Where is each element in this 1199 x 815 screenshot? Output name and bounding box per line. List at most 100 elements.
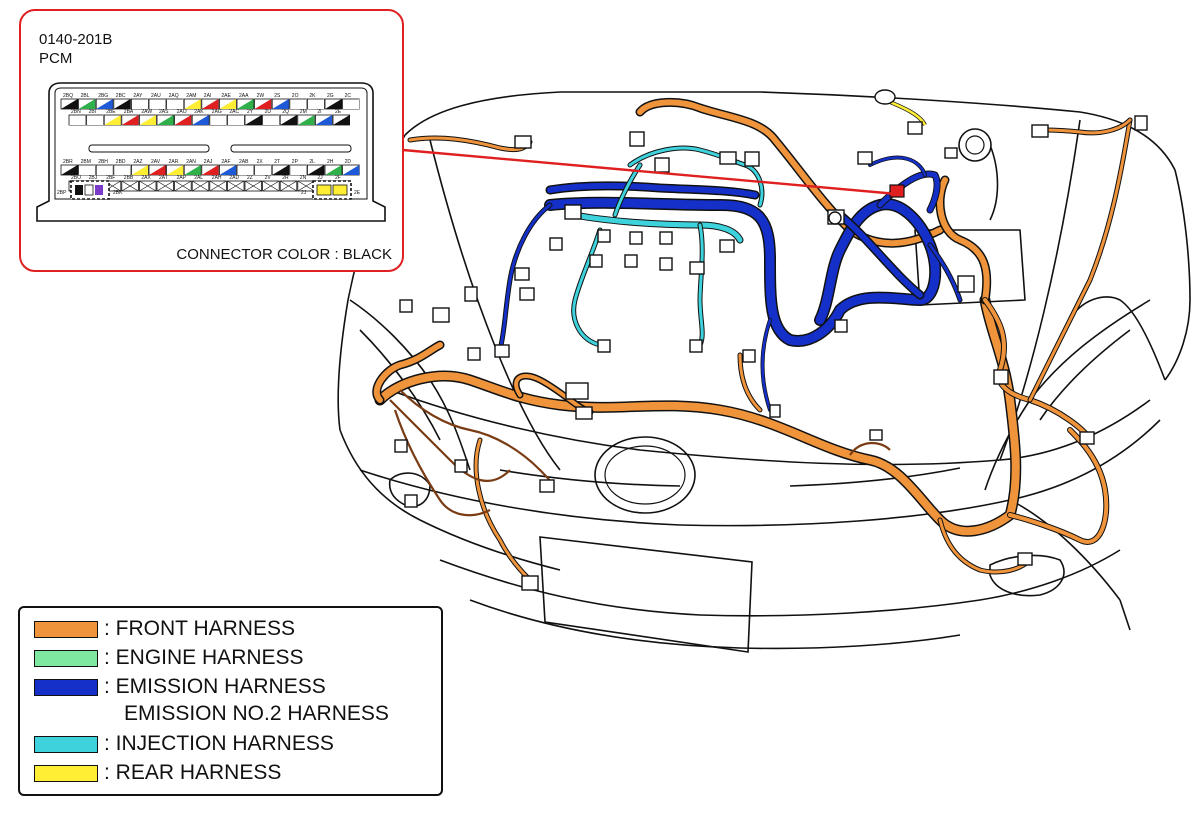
pcm-pin-empty [192,180,209,192]
pcm-pin-label: 2BH [98,159,108,165]
pcm-pin-label: 2H [327,159,334,165]
pcm-pin-label: 2BR [63,159,73,165]
pcm-pin-label: 2BM [81,159,91,165]
connector-code: 0140-201B [39,31,113,48]
pcm-left-label: 2BP [57,190,67,196]
pcm-pin-color [113,99,131,109]
legend-label: : INJECTION HARNESS [104,732,334,755]
pcm-pin-label: 2BD [116,159,126,165]
pcm-pin-color [237,99,254,109]
pcm-pin-label: 2BB [124,175,134,181]
connectors [394,115,1148,591]
pcm-pin-label: 2BQ [63,93,73,99]
pcm-pin-label: 2AL [194,175,203,181]
pcm-pin-label: 2AS [159,109,169,115]
pcm-pin-label: 2Y [247,109,254,115]
pcm-pin-color [69,115,86,125]
legend-label: : REAR HARNESS [104,761,282,784]
pcm-pin-label: 2O [292,93,299,99]
pcm-pin-color [184,165,201,175]
pcm-pin-label: 2C [345,93,352,99]
pcm-pin-label: 2AC [229,109,239,115]
pcm-pin-color [166,99,184,109]
pcm-pin-label: 2AB [239,159,249,165]
pcm-pin-label: 2AM [186,93,196,99]
pcm-pin-label: 2AI [204,93,212,99]
pcm-pin-label: 2AF [221,159,230,165]
pcm-pin-label: 2BI [89,109,97,115]
emission-harness-main-run [545,198,940,346]
pcm-pin-label: 2AU [151,93,161,99]
pcm-pin-color [174,115,192,125]
connector-color-label: CONNECTOR COLOR : BLACK [176,246,392,263]
pcm-pin-label: 2Z [247,175,253,181]
pcm-pin-label: 2F [335,175,341,181]
pcm-pin-label: 2BA [124,109,134,115]
pcm-pin-label: 2P [292,159,299,165]
pcm-pin-label: 2BO [71,175,81,181]
pcm-right-sub-connector: 2J 2E [301,180,361,200]
legend-item: : EMISSION HARNESS [34,674,326,700]
pcm-pin-color [157,115,174,125]
pcm-pin-label: 2AZ [133,159,142,165]
pcm-pin-label: 2BN [71,109,81,115]
pcm-pin-color [104,115,121,125]
legend-swatch [34,620,98,638]
pcm-pin-color [131,99,148,109]
pcm-pin-color [289,99,307,109]
pcm-pin-label: 2AV [151,159,161,165]
pcm-pin-color [307,99,324,109]
pcm-pin-color [245,115,262,125]
pcm-pin-color [254,165,272,175]
pcm-pin-label: 2U [265,109,272,115]
pcm-pin-color [333,115,350,125]
pcm-pin-label: 2X [257,159,264,165]
pcm-pin-label: 2AJ [204,159,213,165]
front-emblem-inner [604,445,686,505]
legend-sub-label: EMISSION NO.2 HARNESS [124,702,389,725]
grommet-center [828,211,842,225]
injection-harness-main-run [572,212,743,243]
pcm-pin-color [61,99,78,109]
pcm-pin-label: 2AO [177,109,187,115]
pcm-pin-color [342,99,360,109]
pcm-pin-color [237,165,254,175]
pcm-pin-label: 2AW [141,109,152,115]
pcm-pin-label: 2AA [239,93,249,99]
pcm-pin-color [139,115,156,125]
emission-harness [497,155,963,412]
pcm-pin-label: 2E [335,109,342,115]
pcm-pin-color [96,99,113,109]
pcm-pin-color [201,99,219,109]
pcm-pin-empty [174,180,192,192]
pcm-pin-color [254,99,272,109]
pcm-pin-label: 2AT [159,175,168,181]
grommet-top [874,89,896,105]
pcm-pin-color [192,115,209,125]
pcm-pin-empty [227,180,245,192]
pcm-pin-color [219,99,236,109]
harness-legend: : FRONT HARNESS: ENGINE HARNESS: EMISSIO… [18,606,443,796]
pcm-pin-color [209,115,227,125]
pcm-pin-label: 2I [317,109,321,115]
pcm-pin-label: 2AD [229,175,239,181]
legend-swatch [34,764,98,782]
pcm-pin-color [201,165,219,175]
pcm-pin-label: 2AN [186,159,196,165]
pcm-right-label: 2J [301,190,307,196]
pcm-left-sub-connector: 2BP 2BK [57,180,123,200]
pcm-pin-empty [297,180,315,192]
pcm-pin-label: 2V [265,175,272,181]
pcm-pin-label: 2N [300,175,307,181]
pcm-pin-label: 2Q [282,109,289,115]
pcm-pin-color [166,165,184,175]
pcm-pin-label: 2AG [212,109,222,115]
pcm-pin-label: 2BF [106,175,115,181]
pcm-pin-color [61,165,78,175]
front-harness-main-run [376,296,1020,536]
connector-name: PCM [39,50,73,67]
pcm-pin-label: 2AY [133,93,143,99]
grommet-right-inner [965,135,985,155]
